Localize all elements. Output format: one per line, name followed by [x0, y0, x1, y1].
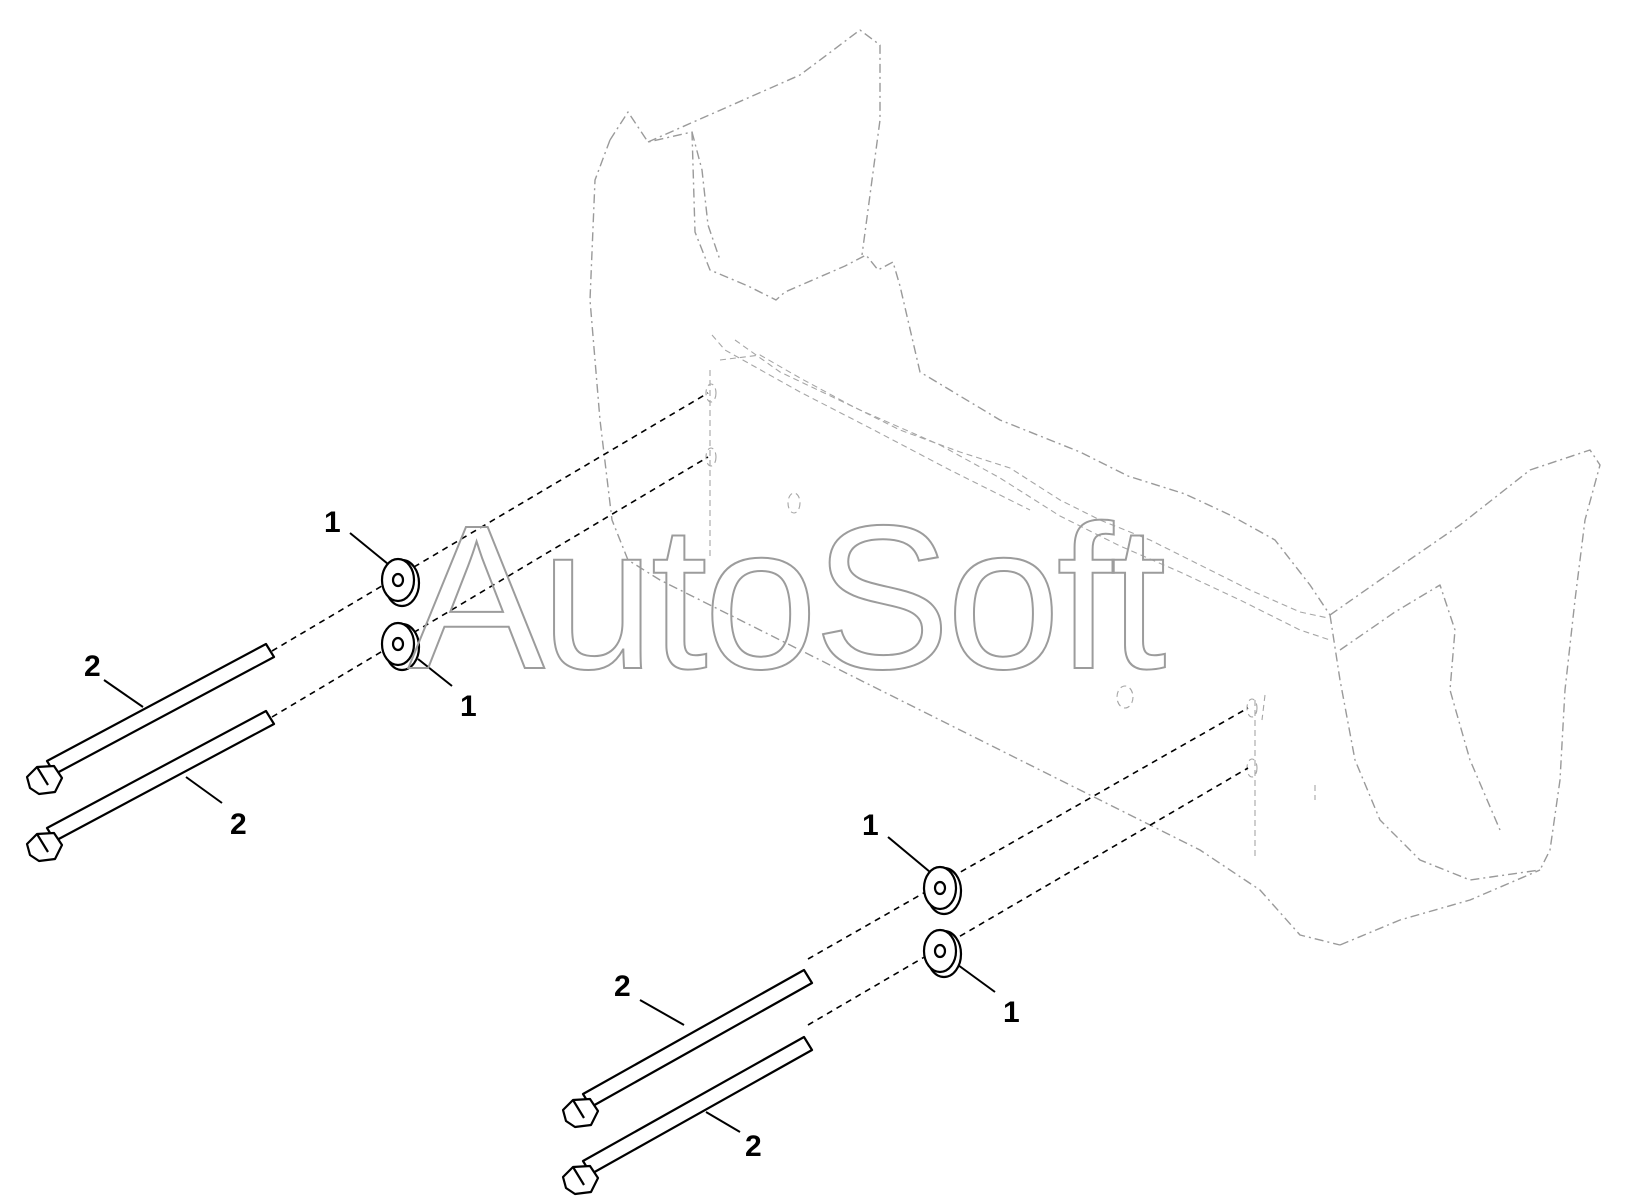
callout-bolt: 2 — [614, 970, 631, 1003]
washer-icon — [922, 928, 963, 979]
alignment-guides — [271, 392, 1249, 1026]
watermark-text: AutoSoft — [408, 483, 1165, 712]
bracket-phantom-outline — [589, 29, 1601, 946]
washer-icon — [380, 621, 421, 672]
washer-icon — [922, 865, 963, 916]
leader-lines — [103, 532, 996, 1133]
callout-washer: 1 — [460, 690, 477, 723]
callout-washer: 1 — [1003, 996, 1020, 1029]
bolt-icon — [25, 642, 276, 796]
callout-labels: 1 1 1 1 2 2 2 2 — [84, 506, 1020, 1163]
callout-bolt: 2 — [230, 808, 247, 841]
callout-washer: 1 — [862, 809, 879, 842]
callout-bolt: 2 — [84, 650, 101, 683]
bolt-icon — [25, 709, 276, 863]
washer-icon — [380, 557, 421, 608]
callout-bolt: 2 — [745, 1130, 762, 1163]
bolt-icon — [561, 968, 814, 1129]
callout-washer: 1 — [324, 506, 341, 539]
bolt-icon — [561, 1035, 814, 1196]
